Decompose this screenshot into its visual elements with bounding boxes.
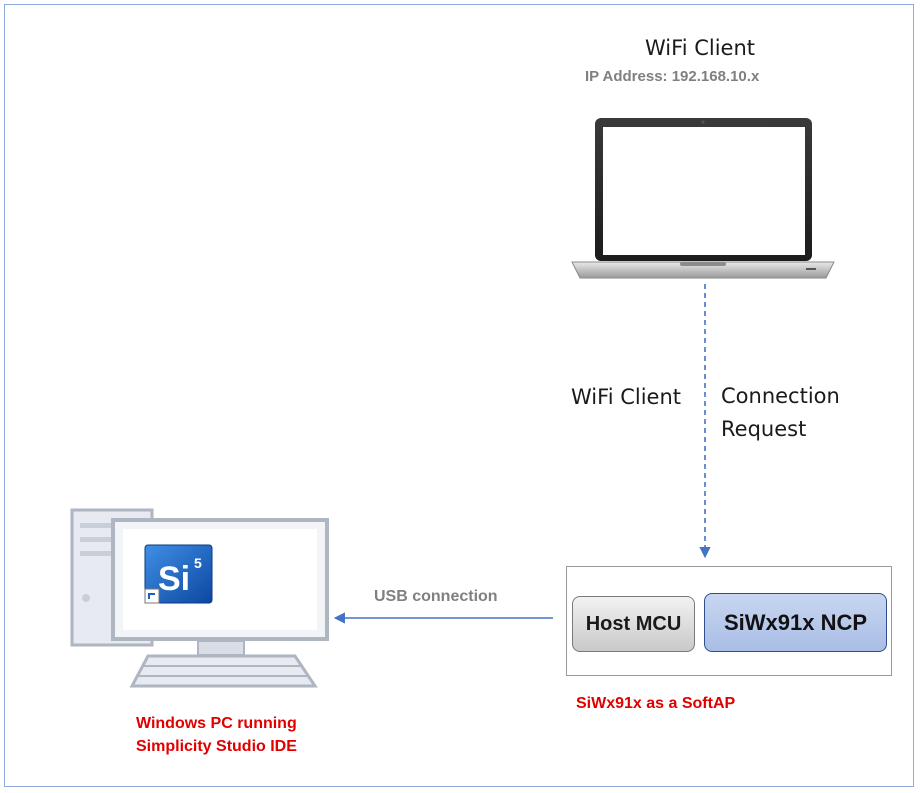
diagram-frame: [4, 4, 914, 787]
edge-label-request: Request: [721, 417, 807, 441]
simplicity-studio-logo-icon: Si 5: [144, 544, 213, 604]
edge-label-wifi-client: WiFi Client: [571, 385, 681, 409]
wifi-client-title: WiFi Client: [645, 36, 755, 60]
edge-label-connection: Connection: [721, 384, 840, 408]
softap-caption: SiWx91x as a SoftAP: [576, 695, 736, 712]
wifi-client-ip-address: IP Address: 192.168.10.x: [585, 68, 760, 85]
pc-caption-line1: Windows PC running: [136, 715, 297, 732]
logo-text: Si: [158, 560, 190, 598]
laptop-icon: [571, 118, 835, 279]
siwx91x-ncp-block: SiWx91x NCP: [704, 593, 887, 652]
host-mcu-block: Host MCU: [572, 596, 695, 652]
usb-connection-label: USB connection: [374, 588, 498, 605]
pc-caption-line2: Simplicity Studio IDE: [136, 738, 297, 755]
logo-superscript: 5: [194, 555, 202, 571]
